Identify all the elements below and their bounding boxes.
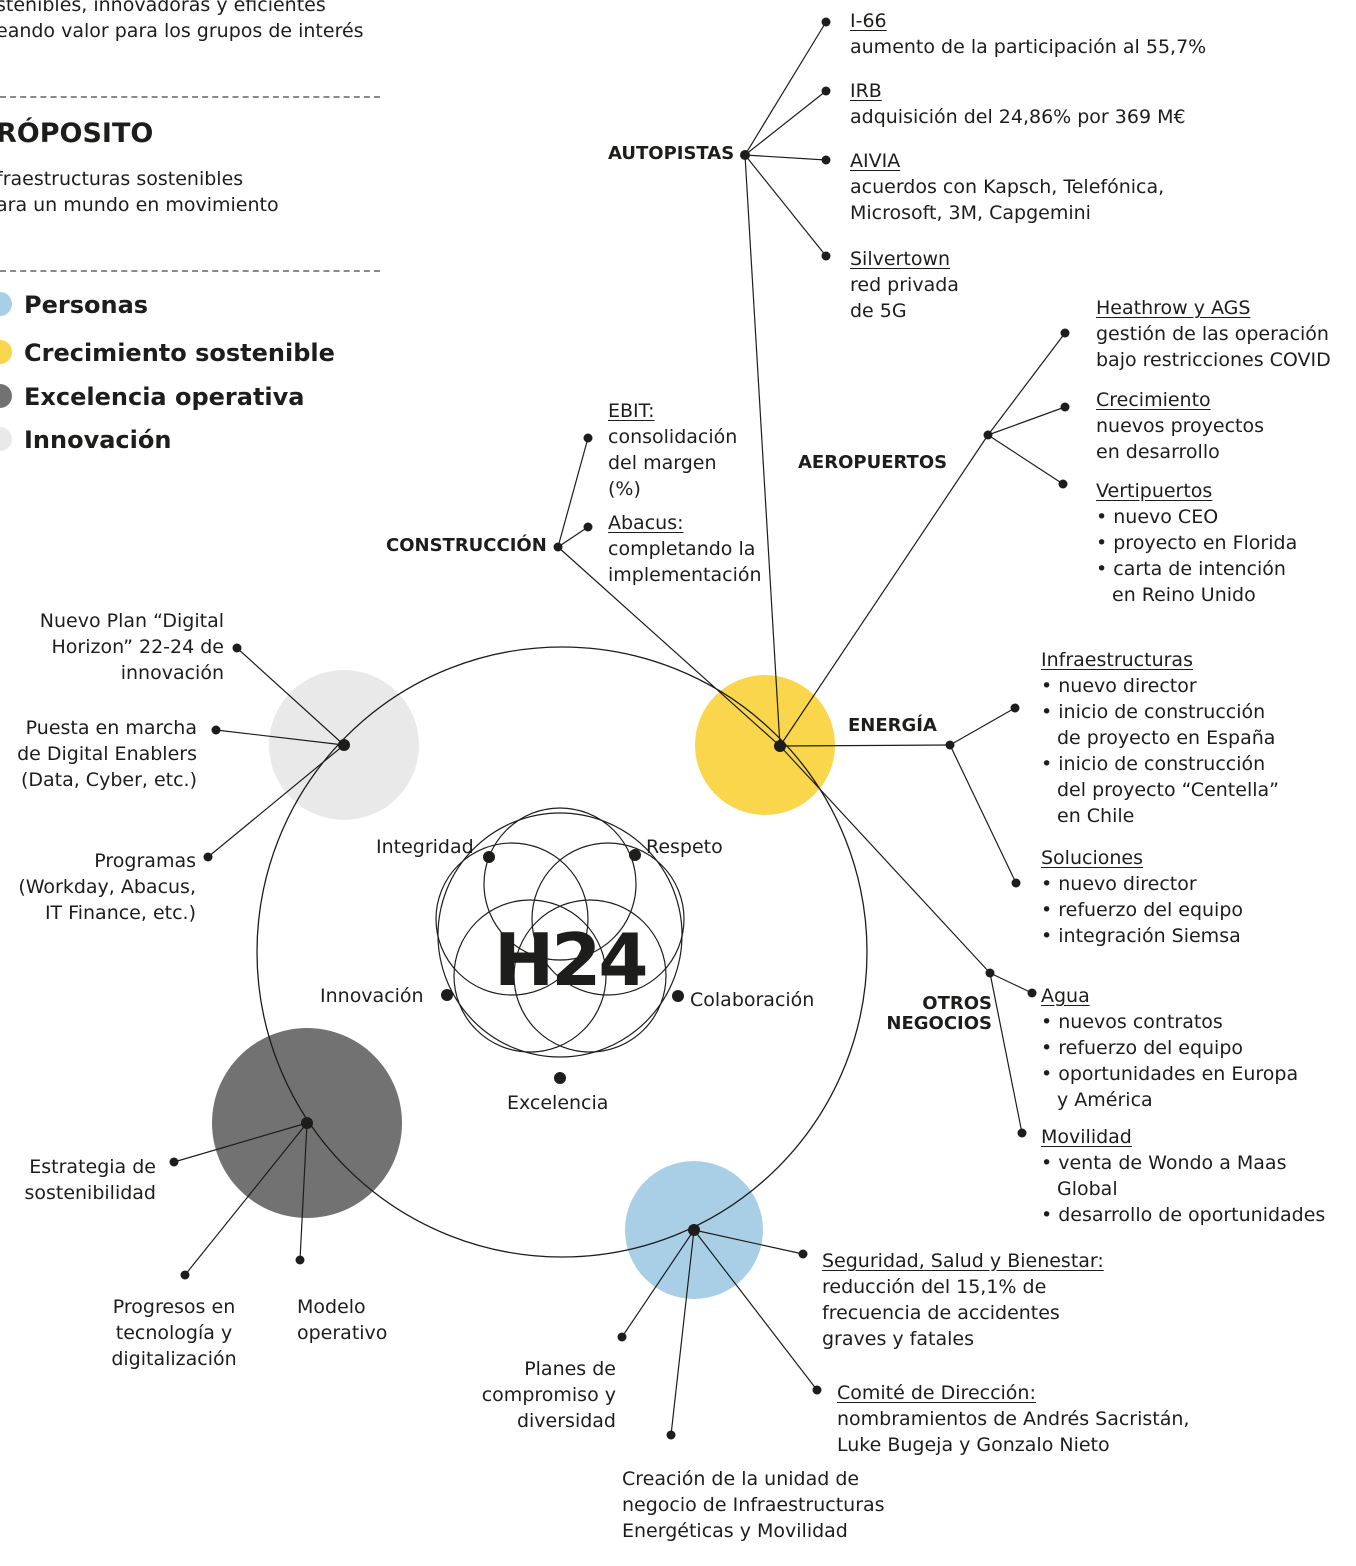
value-respeto: Respeto [646, 836, 723, 858]
purpose-text: fraestructuras sostenibles ara un mundo … [0, 168, 279, 216]
aeropuertos-label: AEROPUERTOS [798, 452, 948, 473]
autopistas-item-aivia: AIVIA acuerdos con Kapsch, Telefónica,Mi… [850, 150, 1165, 224]
crecimiento-circle [695, 675, 835, 815]
otros-item-movilidad: Movilidad • venta de Wondo a Maas Global… [1041, 1126, 1326, 1226]
mission-text: stenibles, innovadoras y eficientes eand… [0, 0, 364, 42]
h24-logo: H24 [494, 918, 648, 1002]
pillar-excelencia: Excelencia operativa [0, 382, 305, 412]
purpose-title: RÓPOSITO [0, 118, 154, 149]
construccion-label: CONSTRUCCIÓN [386, 535, 547, 556]
separator [0, 96, 380, 98]
energia-item-soluciones: Soluciones • nuevo director• refuerzo de… [1041, 847, 1244, 947]
separator [0, 270, 380, 272]
personas-item-seguridad: Seguridad, Salud y Bienestar: reducción … [822, 1250, 1104, 1350]
pillar-crecimiento: Crecimiento sostenible [0, 338, 335, 368]
value-innovacion: Innovación [320, 985, 424, 1007]
otros-item-agua: Agua • nuevos contratos• refuerzo del eq… [1041, 985, 1299, 1111]
innovacion-item-programas: Programas(Workday, Abacus,IT Finance, et… [18, 850, 196, 924]
values-rosette [435, 807, 685, 1058]
autopistas-item-i66: I-66 aumento de la participación al 55,7… [850, 10, 1207, 58]
aeropuertos-item-vertipuertos: Vertipuertos • nuevo CEO• proyecto en Fl… [1096, 480, 1298, 606]
value-excelencia: Excelencia [507, 1092, 609, 1114]
autopistas-label: AUTOPISTAS [608, 143, 735, 164]
pillar-personas-dot [0, 292, 12, 316]
strategy-ring [256, 646, 868, 1258]
personas-item-comite: Comité de Dirección: nombramientos de An… [837, 1382, 1190, 1456]
value-integridad: Integridad [376, 836, 474, 858]
pillar-innovacion: Innovación [0, 425, 171, 455]
autopistas-item-irb: IRB adquisición del 24,86% por 369 M€ [850, 80, 1186, 128]
energia-item-infraestructuras: Infraestructuras • nuevo director • inic… [1041, 649, 1279, 827]
pillar-innovacion-dot [0, 427, 12, 451]
value-colaboracion: Colaboración [690, 989, 815, 1011]
energia-label: ENERGÍA [848, 715, 937, 736]
pillar-personas: Personas [0, 290, 148, 320]
pillar-excelencia-dot [0, 384, 12, 408]
pillar-crecimiento-dot [0, 340, 12, 364]
